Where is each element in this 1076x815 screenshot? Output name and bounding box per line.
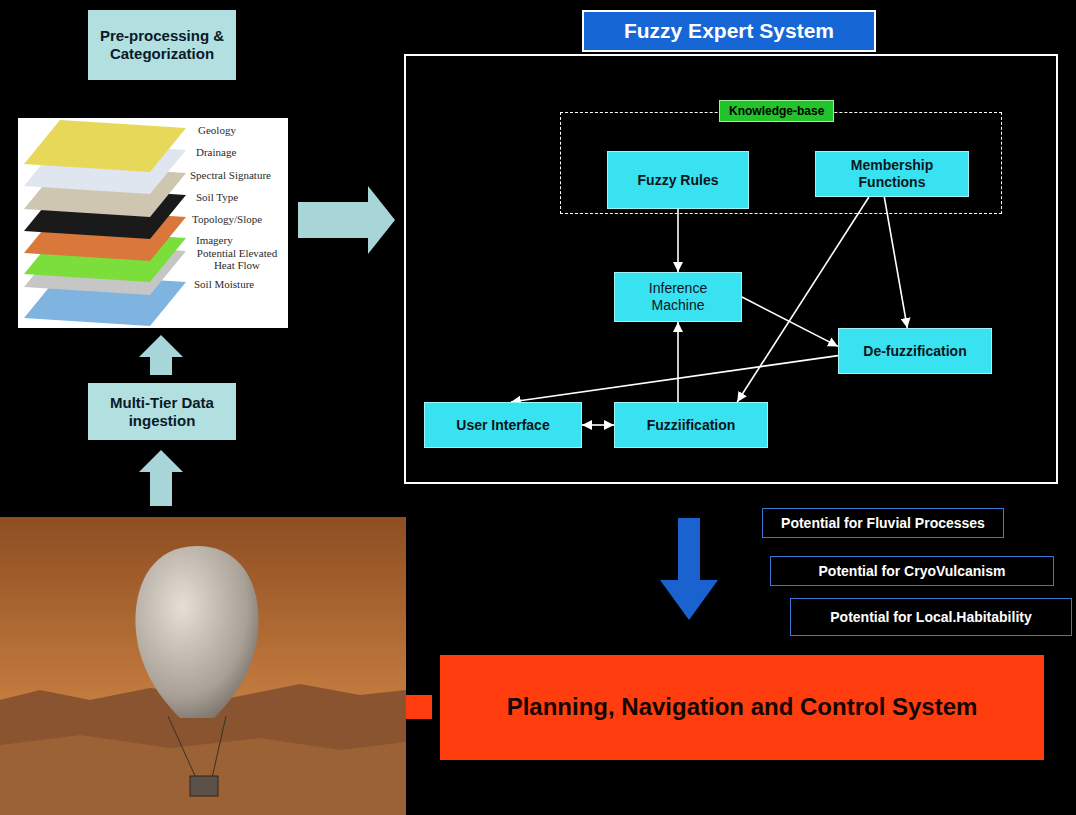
box-label: Inference Machine	[623, 280, 733, 314]
balloon-envelope	[135, 546, 258, 718]
process-box: User Interface	[424, 402, 582, 448]
process-box: Inference Machine	[614, 272, 742, 322]
process-box: De-fuzzification	[838, 328, 992, 374]
box-label: Planning, Navigation and Control System	[507, 693, 978, 722]
control-system-box: Planning, Navigation and Control System	[440, 655, 1044, 760]
ground	[0, 735, 406, 815]
frame-title: Fuzzy Expert System	[582, 10, 876, 52]
rope	[168, 716, 196, 778]
box-label: Potential for CryoVulcanism	[819, 563, 1006, 580]
gondola	[190, 776, 218, 796]
input-box: Pre-processing & Categorization	[88, 10, 236, 80]
connector-arrow	[677, 209, 679, 272]
layer-stack	[24, 120, 186, 326]
flow-arrow	[298, 186, 395, 254]
box-label: Potential for Fluvial Processes	[781, 515, 985, 532]
output-box: Potential for Local.Habitability	[790, 598, 1072, 636]
layer-sheet	[24, 120, 186, 172]
knowledge-base-group: Knowledge-baseFuzzy RulesMembership Func…	[560, 112, 1002, 214]
box-label: User Interface	[456, 417, 549, 434]
flow-arrow	[139, 335, 183, 375]
layer-stack-panel	[18, 118, 288, 328]
expert-system-frame: Fuzzy Expert SystemKnowledge-baseFuzzy R…	[404, 54, 1058, 484]
layer-label: Soil Moisture	[194, 278, 254, 290]
output-box: Potential for Fluvial Processes	[762, 508, 1004, 538]
output-arrow	[660, 518, 718, 620]
balloon-scene	[0, 517, 406, 815]
process-box: Fuzziification	[614, 402, 768, 448]
rope	[212, 716, 226, 778]
box-label: De-fuzzification	[863, 343, 966, 360]
layer-label: Soil Type	[196, 191, 238, 203]
flow-arrow	[139, 450, 183, 506]
connector-arrow	[884, 197, 907, 328]
group-label: Knowledge-base	[719, 100, 834, 122]
layer-label: Spectral Signature	[190, 169, 271, 181]
output-box: Potential for CryoVulcanism	[770, 556, 1054, 586]
connector-arrow	[511, 356, 838, 402]
layer-label: Topology/Slope	[192, 213, 262, 225]
layer-label: Potential Elevated Heat Flow	[190, 247, 284, 271]
connector-arrow	[582, 424, 614, 426]
box-label: Membership Functions	[824, 157, 960, 191]
box-label: Pre-processing & Categorization	[96, 27, 228, 63]
layer-label: Imagery	[196, 234, 233, 246]
layer-label: Drainage	[196, 146, 236, 158]
layer-label: Geology	[198, 124, 236, 136]
process-box: Membership Functions	[815, 151, 969, 197]
connector-arrow	[677, 322, 679, 402]
input-box: Multi-Tier Data ingestion	[88, 383, 236, 440]
box-label: Fuzziification	[647, 417, 736, 434]
connector-arrow	[742, 297, 838, 346]
box-label: Multi-Tier Data ingestion	[96, 394, 228, 430]
box-label: Potential for Local.Habitability	[830, 609, 1031, 626]
sky	[0, 517, 406, 815]
process-box: Fuzzy Rules	[607, 151, 749, 209]
box-label: Fuzzy Rules	[638, 172, 719, 189]
